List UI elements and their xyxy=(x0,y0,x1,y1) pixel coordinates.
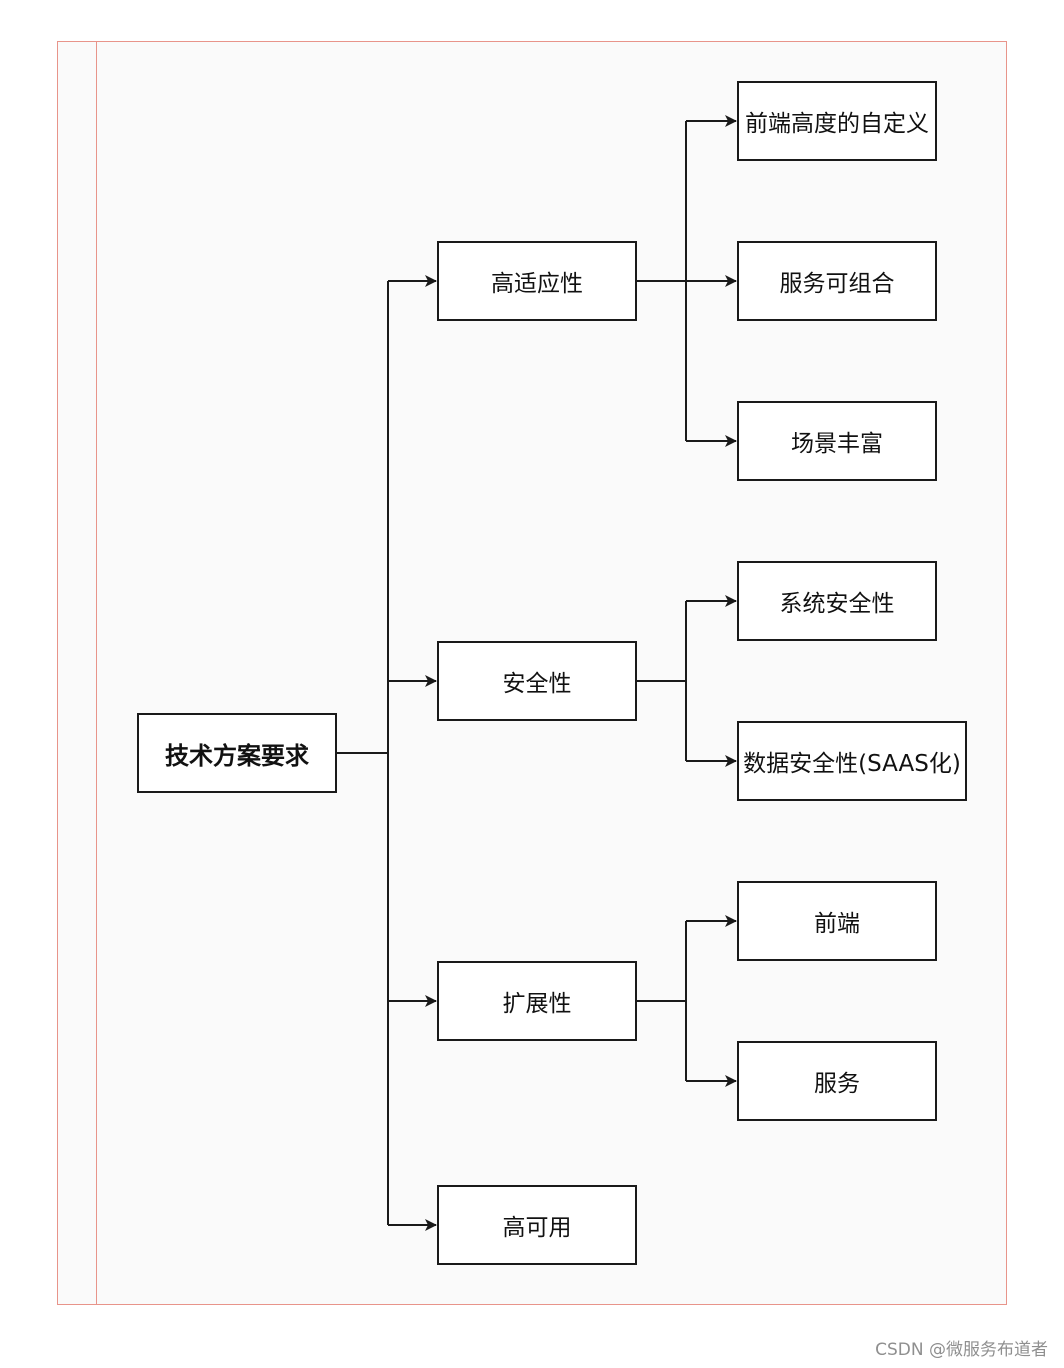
leaf-node-rich-scenarios: 场景丰富 xyxy=(737,401,937,481)
leaf-node-service: 服务 xyxy=(737,1041,937,1121)
branch-node-adaptability: 高适应性 xyxy=(437,241,637,321)
leaf-node-data-security: 数据安全性(SAAS化) xyxy=(737,721,967,801)
margin-rule xyxy=(96,41,97,1305)
leaf-node-frontend-customization: 前端高度的自定义 xyxy=(737,81,937,161)
watermark: CSDN @微服务布道者 xyxy=(875,1340,1048,1360)
leaf-node-frontend: 前端 xyxy=(737,881,937,961)
leaf-node-system-security: 系统安全性 xyxy=(737,561,937,641)
branch-node-extensibility: 扩展性 xyxy=(437,961,637,1041)
leaf-node-service-composable: 服务可组合 xyxy=(737,241,937,321)
root-node: 技术方案要求 xyxy=(137,713,337,793)
branch-node-availability: 高可用 xyxy=(437,1185,637,1265)
branch-node-security: 安全性 xyxy=(437,641,637,721)
